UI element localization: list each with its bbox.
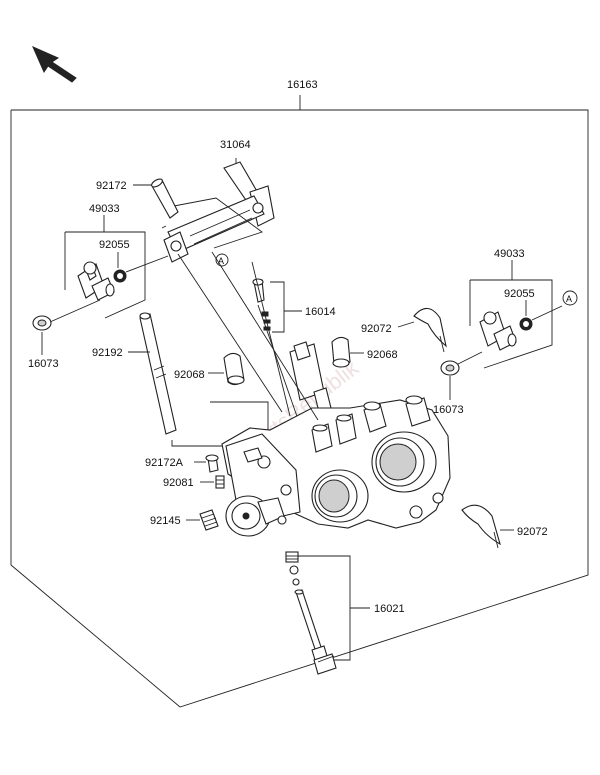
screw-92172a <box>205 454 219 473</box>
part-label-49033-left: 49033 <box>89 203 120 215</box>
direction-arrow-icon <box>32 46 77 83</box>
part-label-16073-right: 16073 <box>433 404 464 416</box>
tube-92192 <box>139 312 177 435</box>
seal-16073-right <box>440 360 460 376</box>
part-label-16014: 16014 <box>305 306 336 318</box>
clamp-92072-bottom <box>461 504 501 549</box>
seal-16073-left <box>32 315 52 331</box>
cap-92068-right <box>331 336 351 368</box>
rail-bracket-lines <box>161 197 263 249</box>
part-label-16021: 16021 <box>374 603 405 615</box>
throttle-body <box>221 395 451 529</box>
injector-left <box>77 261 115 301</box>
cap-92068-left <box>223 352 245 386</box>
part-label-92192: 92192 <box>92 347 123 359</box>
clamp-92072-top <box>413 307 447 353</box>
assembly-frame <box>10 95 589 708</box>
reference-a-left: A <box>218 256 224 266</box>
injector-bracket-left <box>65 231 146 319</box>
part-label-92081: 92081 <box>163 477 194 489</box>
idle-adjust-screw-16021 <box>285 551 337 675</box>
fuel-rail <box>163 158 275 263</box>
part-label-31064: 31064 <box>220 139 251 151</box>
part-label-92145: 92145 <box>150 515 181 527</box>
injector-right <box>479 311 517 351</box>
part-label-49033-right: 49033 <box>494 248 525 260</box>
part-label-92172: 92172 <box>96 180 127 192</box>
sensor-screw-16014 <box>252 278 265 303</box>
injector-bracket-right <box>470 279 553 369</box>
part-label-92172a: 92172A <box>145 457 184 469</box>
part-label-92068-right: 92068 <box>367 349 398 361</box>
o-ring-left <box>113 269 127 283</box>
throttle-pulley <box>225 495 287 537</box>
part-label-92072-top: 92072 <box>361 323 392 335</box>
o-ring-right <box>519 317 533 331</box>
spring-92081 <box>215 475 225 489</box>
part-label-92055-right: 92055 <box>504 288 535 300</box>
assembly-number-label: 16163 <box>287 79 318 91</box>
part-label-92055-left: 92055 <box>99 239 130 251</box>
part-label-16073-left: 16073 <box>28 358 59 370</box>
part-label-92068-left: 92068 <box>174 369 205 381</box>
bolt-92172 <box>151 178 179 219</box>
spring-92145 <box>199 509 219 531</box>
reference-a-right: A <box>566 294 572 304</box>
part-label-92072-bottom: 92072 <box>517 526 548 538</box>
